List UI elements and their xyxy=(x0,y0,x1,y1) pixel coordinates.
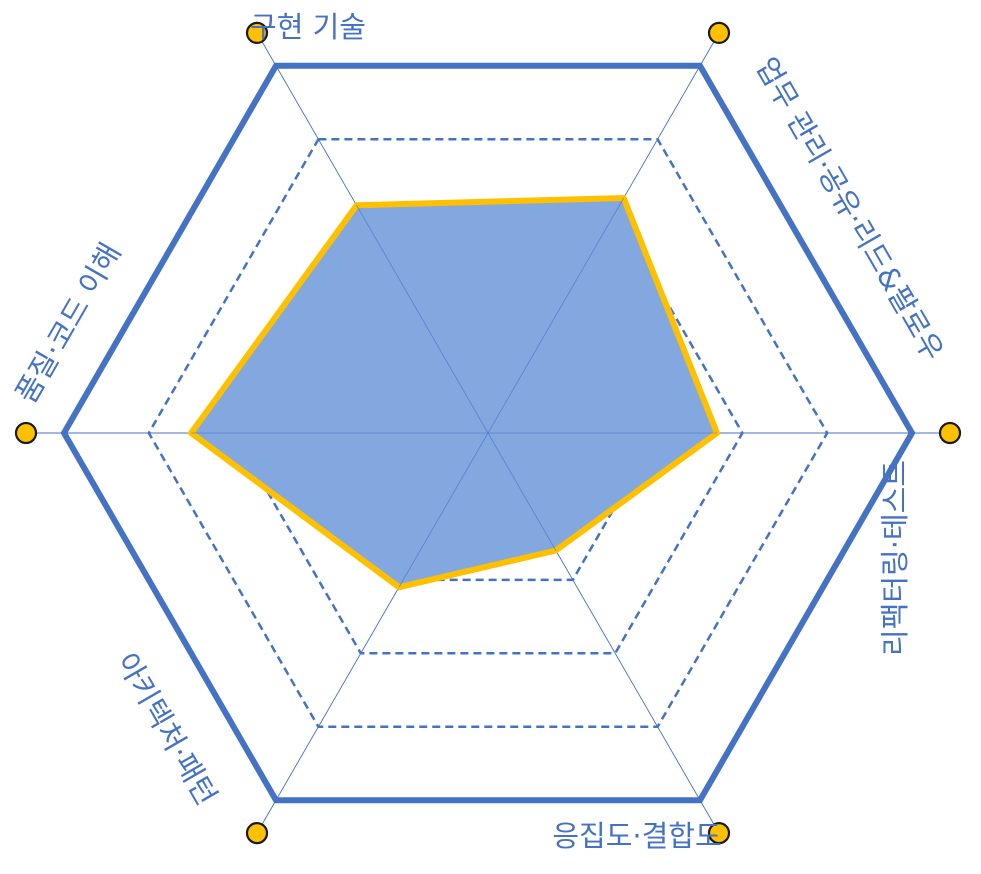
radar-spoke-overlay-1 xyxy=(487,197,625,434)
axis-marker-0 xyxy=(245,21,269,45)
axis-marker-4 xyxy=(245,821,269,845)
radar-spoke-overlay-0 xyxy=(356,205,489,434)
axis-label-quality-code: 품질·코드 이해 xyxy=(9,237,128,409)
radar-series-area xyxy=(187,194,721,591)
axis-label-cohesion-coupling: 응집도·결합도 xyxy=(552,819,721,853)
axis-label-refactoring-test: 리팩터링·테스트 xyxy=(878,460,912,656)
axis-label-architecture-pattern: 아키텍처·패턴 xyxy=(110,647,224,811)
axis-label-implementation: 구현 기술 xyxy=(250,10,366,44)
axis-marker-2 xyxy=(938,421,962,445)
axis-marker-3 xyxy=(707,821,731,845)
radar-spoke-overlay-3 xyxy=(487,432,557,551)
axis-markers xyxy=(14,21,962,845)
axis-marker-1 xyxy=(707,21,731,45)
radar-series xyxy=(187,194,721,591)
radar-spoke-overlay-4 xyxy=(398,432,489,588)
axis-marker-5 xyxy=(14,421,38,445)
